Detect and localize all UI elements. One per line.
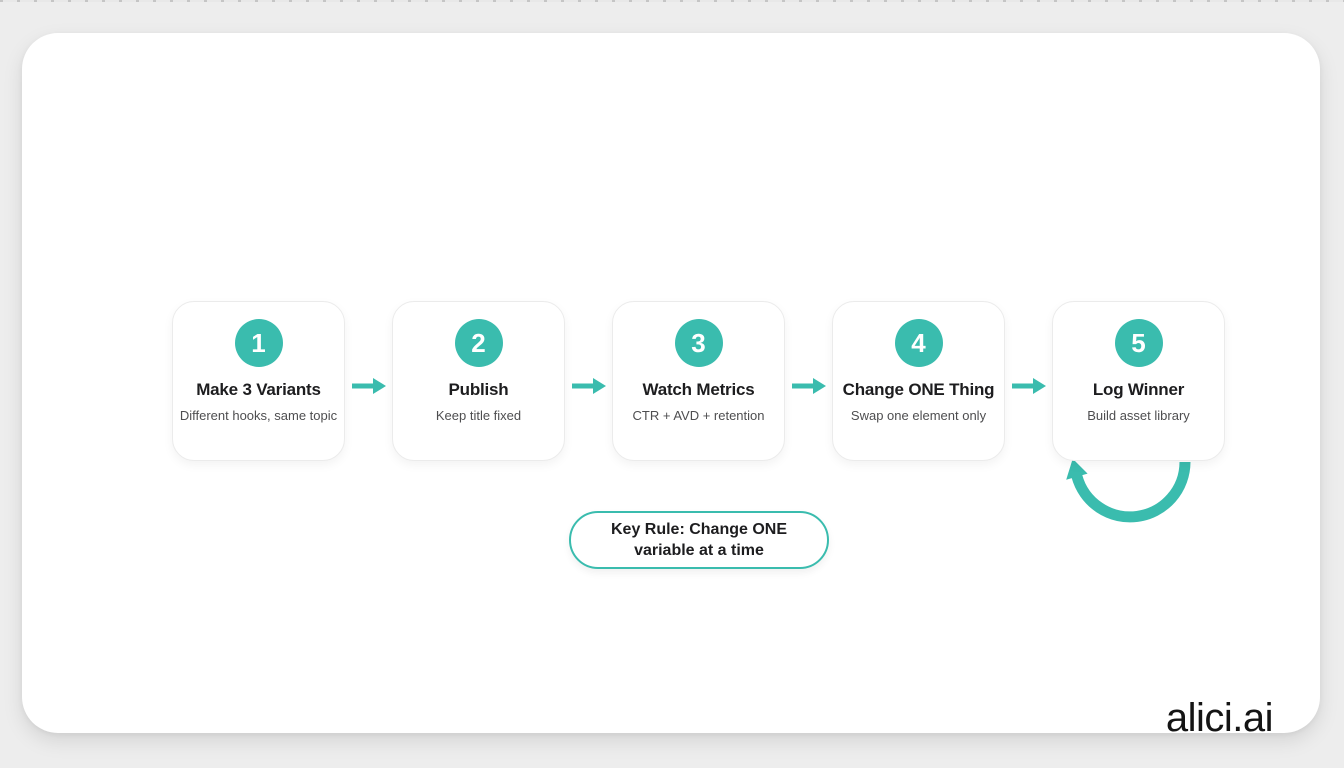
step-card-1: 1 Make 3 Variants Different hooks, same … <box>172 301 345 461</box>
process-flow: 1 Make 3 Variants Different hooks, same … <box>172 301 1225 461</box>
step-card-5: 5 Log Winner Build asset library <box>1052 301 1225 461</box>
right-arrow-icon <box>351 378 386 394</box>
step-title: Make 3 Variants <box>196 380 321 399</box>
step-number-badge: 3 <box>674 319 723 367</box>
step-number-badge: 2 <box>454 319 503 367</box>
loop-back-arrow-icon <box>1066 458 1191 523</box>
top-edge-artifact <box>0 0 1344 2</box>
right-arrow-icon <box>1011 378 1046 394</box>
step-subtitle: CTR + AVD + retention <box>632 408 765 423</box>
step-subtitle: Different hooks, same topic <box>179 408 338 423</box>
key-rule-pill: Key Rule: Change ONE variable at a time <box>569 511 829 569</box>
right-arrow-icon <box>571 378 606 394</box>
step-number-badge: 5 <box>1114 319 1163 367</box>
step-card-3: 3 Watch Metrics CTR + AVD + retention <box>612 301 785 461</box>
right-arrow-icon <box>791 378 826 394</box>
step-title: Change ONE Thing <box>842 380 995 399</box>
step-card-4: 4 Change ONE Thing Swap one element only <box>832 301 1005 461</box>
key-rule-line2: variable at a time <box>634 542 764 559</box>
step-title: Watch Metrics <box>642 380 755 399</box>
step-title: Log Winner <box>1092 380 1185 399</box>
step-subtitle: Swap one element only <box>850 408 987 423</box>
step-subtitle: Build asset library <box>1087 408 1190 423</box>
step-number-badge: 4 <box>894 319 943 367</box>
step-number-badge: 1 <box>234 319 283 367</box>
diagram-canvas: 1 Make 3 Variants Different hooks, same … <box>22 33 1320 740</box>
step-card-2: 2 Publish Keep title fixed <box>392 301 565 461</box>
key-rule-line1: Key Rule: Change ONE <box>610 521 788 538</box>
brand-logo: alici.ai <box>1165 696 1274 740</box>
step-subtitle: Keep title fixed <box>435 408 522 423</box>
step-title: Publish <box>448 380 509 399</box>
